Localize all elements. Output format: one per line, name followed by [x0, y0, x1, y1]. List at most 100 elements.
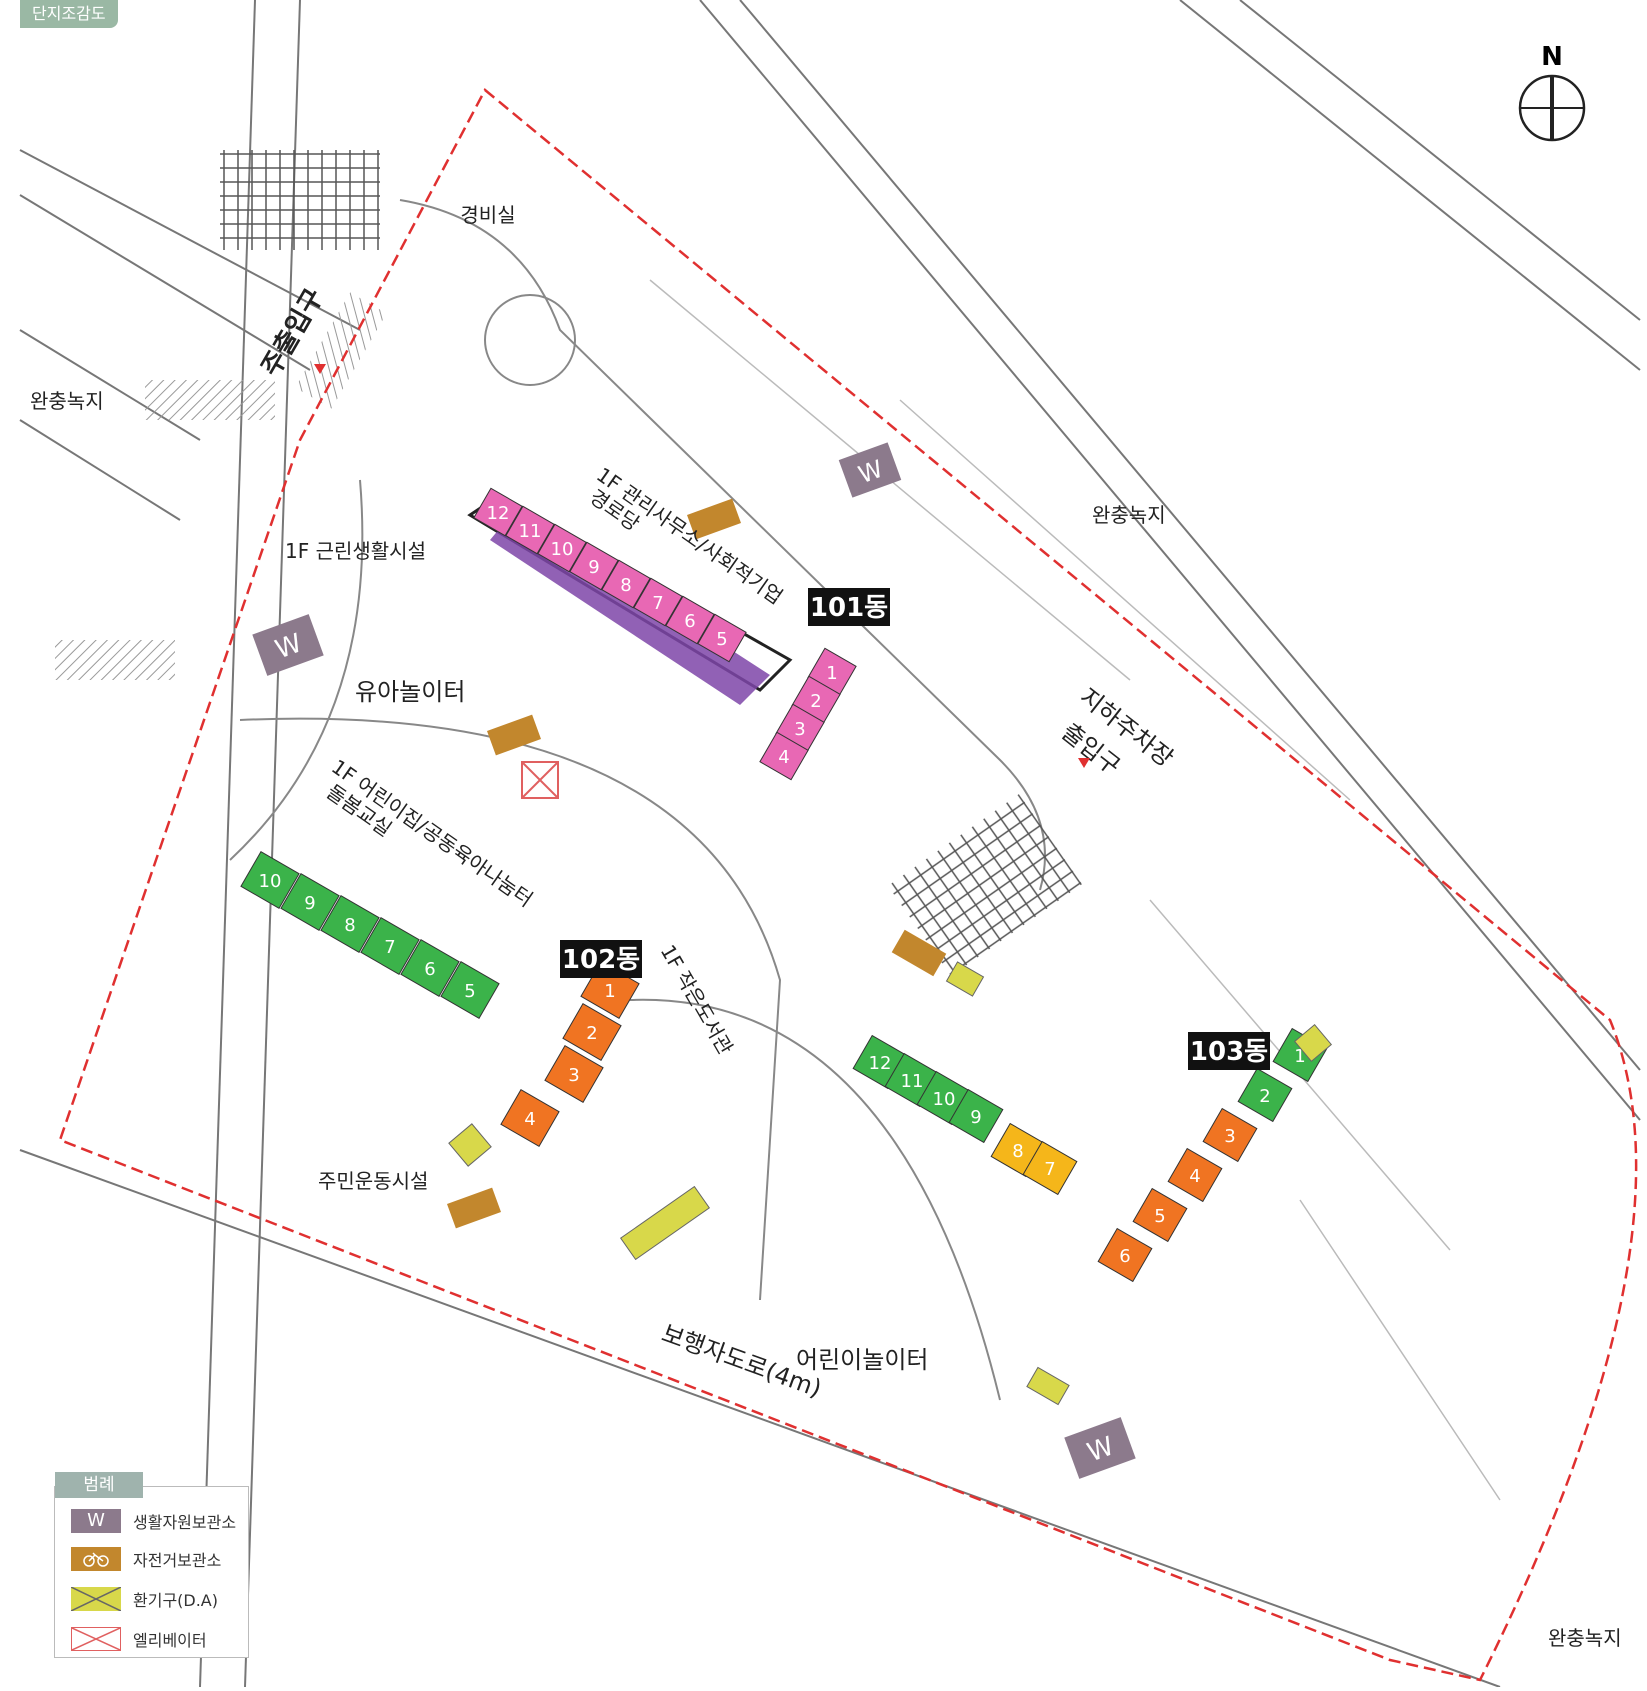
- unit-cell: [665, 595, 715, 645]
- vent-legend-icon: [70, 1586, 122, 1612]
- unit-number: 3: [794, 719, 805, 740]
- building-103-label: 103동: [1190, 1037, 1268, 1067]
- neighborhood-facility-label: 1F 근린생활시설: [285, 539, 426, 563]
- unit-number: 8: [1012, 1141, 1023, 1162]
- site-boundary: [58, 88, 1638, 1682]
- unit-number: 7: [384, 937, 395, 958]
- unit-number: 2: [1259, 1086, 1270, 1107]
- unit-number: 5: [716, 629, 727, 650]
- unit-cell: [948, 1088, 1004, 1144]
- unit-cell: [601, 559, 651, 609]
- buffer-green-label-west: 완충녹지: [30, 389, 104, 413]
- unit-cell: [1237, 1067, 1293, 1123]
- unit-cell: [1167, 1147, 1223, 1203]
- unit-number: 1: [1294, 1046, 1305, 1067]
- small-library-label: 1F 작은도서관: [656, 941, 738, 1059]
- building-101-label: 101동: [810, 593, 888, 623]
- bike-storage-markers: [447, 498, 947, 1229]
- unit-number: 9: [970, 1107, 981, 1128]
- unit-number: 9: [304, 893, 315, 914]
- legend-label-waste: 생활자원보관소: [133, 1513, 237, 1532]
- unit-cell: [697, 613, 747, 663]
- unit-number: 1: [604, 981, 615, 1002]
- elevator-marker: [521, 761, 559, 799]
- buffer-green-label-south: 완충녹지: [1548, 1626, 1622, 1650]
- w-legend-icon: W: [71, 1509, 121, 1533]
- unit-cell: [240, 850, 300, 910]
- unit-number: 6: [1119, 1246, 1130, 1267]
- unit-number: 7: [652, 593, 663, 614]
- unit-number: 2: [810, 691, 821, 712]
- legend-label-elevator: 엘리베이터: [133, 1631, 207, 1650]
- parking-arrow-icon: [1078, 758, 1090, 768]
- unit-cell: [569, 541, 619, 591]
- unit-cell: [759, 731, 809, 781]
- unit-cell: [360, 916, 420, 976]
- unit-number: 10: [551, 539, 574, 560]
- unit-number: 2: [586, 1023, 597, 1044]
- security-label: 경비실: [460, 203, 515, 227]
- unit-cell: [1097, 1227, 1153, 1283]
- unit-cell: [440, 960, 500, 1020]
- waste-storage-markers: W W W: [252, 442, 1136, 1479]
- unit-number: 5: [1154, 1206, 1165, 1227]
- daycare-label: 1F 어린이집/공동육아나눔터: [327, 754, 537, 911]
- unit-number: 4: [778, 747, 789, 768]
- unit-number: 10: [933, 1089, 956, 1110]
- kids-playground-label: 어린이놀이터: [796, 1346, 928, 1374]
- unit-cell: [544, 1044, 604, 1104]
- unit-number: 6: [684, 611, 695, 632]
- unit-number: 11: [519, 521, 542, 542]
- unit-number: 9: [588, 557, 599, 578]
- unit-number: 12: [487, 503, 510, 524]
- unit-number: 8: [620, 575, 631, 596]
- entrance-arrow-icon: [314, 364, 326, 374]
- surrounding-roads: [19, 0, 1641, 1688]
- unit-number: 5: [464, 981, 475, 1002]
- unit-cell: [505, 505, 555, 555]
- unit-cell: [400, 938, 460, 998]
- infant-playground-label: 유아놀이터: [355, 678, 465, 706]
- unit-cell: [320, 894, 380, 954]
- legend-label-vent: 환기구(D.A): [133, 1591, 218, 1610]
- legend-item-bike: 자전거보관소: [71, 1545, 221, 1573]
- unit-number: 11: [901, 1071, 924, 1092]
- unit-cell: [537, 523, 587, 573]
- legend: 범례 W 생활자원보관소 자전거보관소 환기구(D.A) 엘리베이터: [54, 1472, 249, 1658]
- legend-item-waste: W 생활자원보관소: [71, 1507, 236, 1535]
- parking-ramp-grid: [887, 794, 1083, 976]
- building-102: 10 9 8 7 6 5 123 4: [240, 850, 640, 1148]
- unit-number: 12: [869, 1053, 892, 1074]
- unit-number: 1: [826, 663, 837, 684]
- parking-stalls: [649, 279, 1501, 1501]
- unit-number: 4: [1189, 1166, 1200, 1187]
- unit-number: 10: [259, 871, 282, 892]
- unit-number: 3: [1224, 1126, 1235, 1147]
- compass-icon: N: [1518, 42, 1586, 142]
- bicycle-icon: [71, 1547, 121, 1571]
- unit-number: 4: [524, 1109, 535, 1130]
- unit-cell: [1132, 1187, 1188, 1243]
- unit-cell: [1022, 1140, 1078, 1196]
- unit-cell: [633, 577, 683, 627]
- unit-number: 3: [568, 1065, 579, 1086]
- unit-cell: [473, 487, 523, 537]
- legend-item-vent: 환기구(D.A): [70, 1585, 218, 1613]
- legend-item-elevator: 엘리베이터: [71, 1625, 207, 1653]
- crosswalks: [55, 150, 387, 680]
- unit-number: 7: [1044, 1159, 1055, 1180]
- fitness-label: 주민운동시설: [318, 1169, 428, 1193]
- unit-cell: [280, 872, 340, 932]
- unit-cell: [1202, 1107, 1258, 1163]
- elevator-legend-icon: [71, 1627, 121, 1651]
- unit-number: 8: [344, 915, 355, 936]
- vent-markers: [448, 961, 1333, 1406]
- place-labels: 경비실 완충녹지 완충녹지 완충녹지 1F 근린생활시설 1F 관리사무소/사회…: [30, 203, 1622, 1650]
- legend-label-bike: 자전거보관소: [133, 1551, 222, 1570]
- map-corner-tag: 단지조감도: [20, 0, 118, 28]
- building-labels: 101동 102동 103동: [560, 588, 1270, 1070]
- unit-number: 6: [424, 959, 435, 980]
- compass-north-label: N: [1541, 42, 1563, 72]
